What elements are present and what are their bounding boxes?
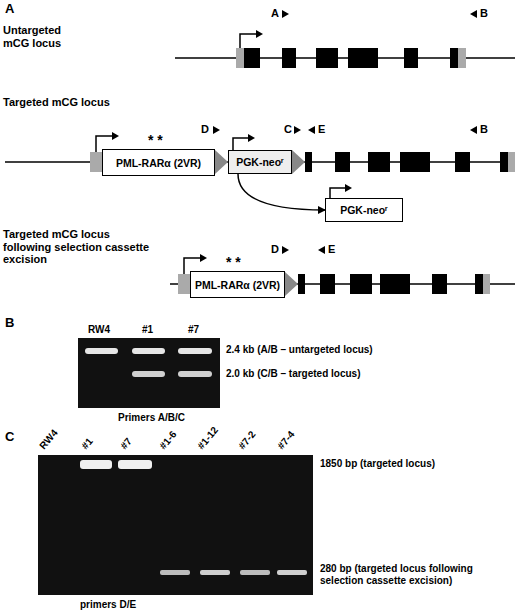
row-title: Targeted mCG locus [3,96,143,109]
primer-note: Primers A/B/C [118,412,185,424]
targeted-locus [5,126,515,198]
band-size-label: 2.4 kb (A/B – untargeted locus) [226,344,373,356]
lane-label: #1 [142,324,153,336]
lane-label: #7-4 [275,429,297,452]
lane-label: RW4 [37,427,60,451]
excised-cassette-box: PGK-neoʳ [325,198,403,222]
box-text: PGK-neoʳ [236,156,284,168]
primer-label: A [271,7,279,20]
gel-c [38,455,313,595]
gel-b [78,338,220,408]
primer-label: D [201,123,209,136]
row-title: Untargeted mCG locus [3,24,83,49]
mutation-mark: * * [148,132,163,148]
primer-label: B [480,7,488,20]
primer-label: C [284,123,292,136]
box-text: PML-RARα (2VR) [116,157,201,169]
box-text: PML-RARα (2VR) [195,279,280,291]
lane-label: RW4 [88,324,110,336]
cassette-box: PGK-neoʳ [228,150,292,174]
mutation-mark: * * [226,254,241,270]
band-size-label: 1850 bp (targeted locus) [320,458,435,470]
lane-label: #1-6 [157,429,179,452]
primer-label: D [271,243,279,256]
lane-label: #7-2 [236,429,258,452]
band-size-label: 2.0 kb (C/B – targeted locus) [226,368,360,380]
excision-arrow [238,174,325,210]
lane-label: #7 [188,324,199,336]
lane-label: #7 [118,436,134,452]
box-text: PGK-neoʳ [340,204,388,216]
panel-label: A [5,2,14,17]
panel-label: B [5,316,14,331]
primer-label: E [328,243,335,256]
primer-label: B [480,123,488,136]
transgene-box: PML-RARα (2VR) [102,149,215,176]
primer-note: primers D/E [80,599,136,611]
row-title: Targeted mCG locus following selection c… [3,228,153,266]
band-size-label: 280 bp (targeted locus following selecti… [320,563,515,586]
lane-label: #1-12 [195,425,220,452]
lane-label: #1 [79,436,95,452]
panel-label: C [5,430,14,445]
primer-label: E [318,123,325,136]
transgene-box: PML-RARα (2VR) [190,271,285,298]
untargeted-locus [175,10,515,68]
